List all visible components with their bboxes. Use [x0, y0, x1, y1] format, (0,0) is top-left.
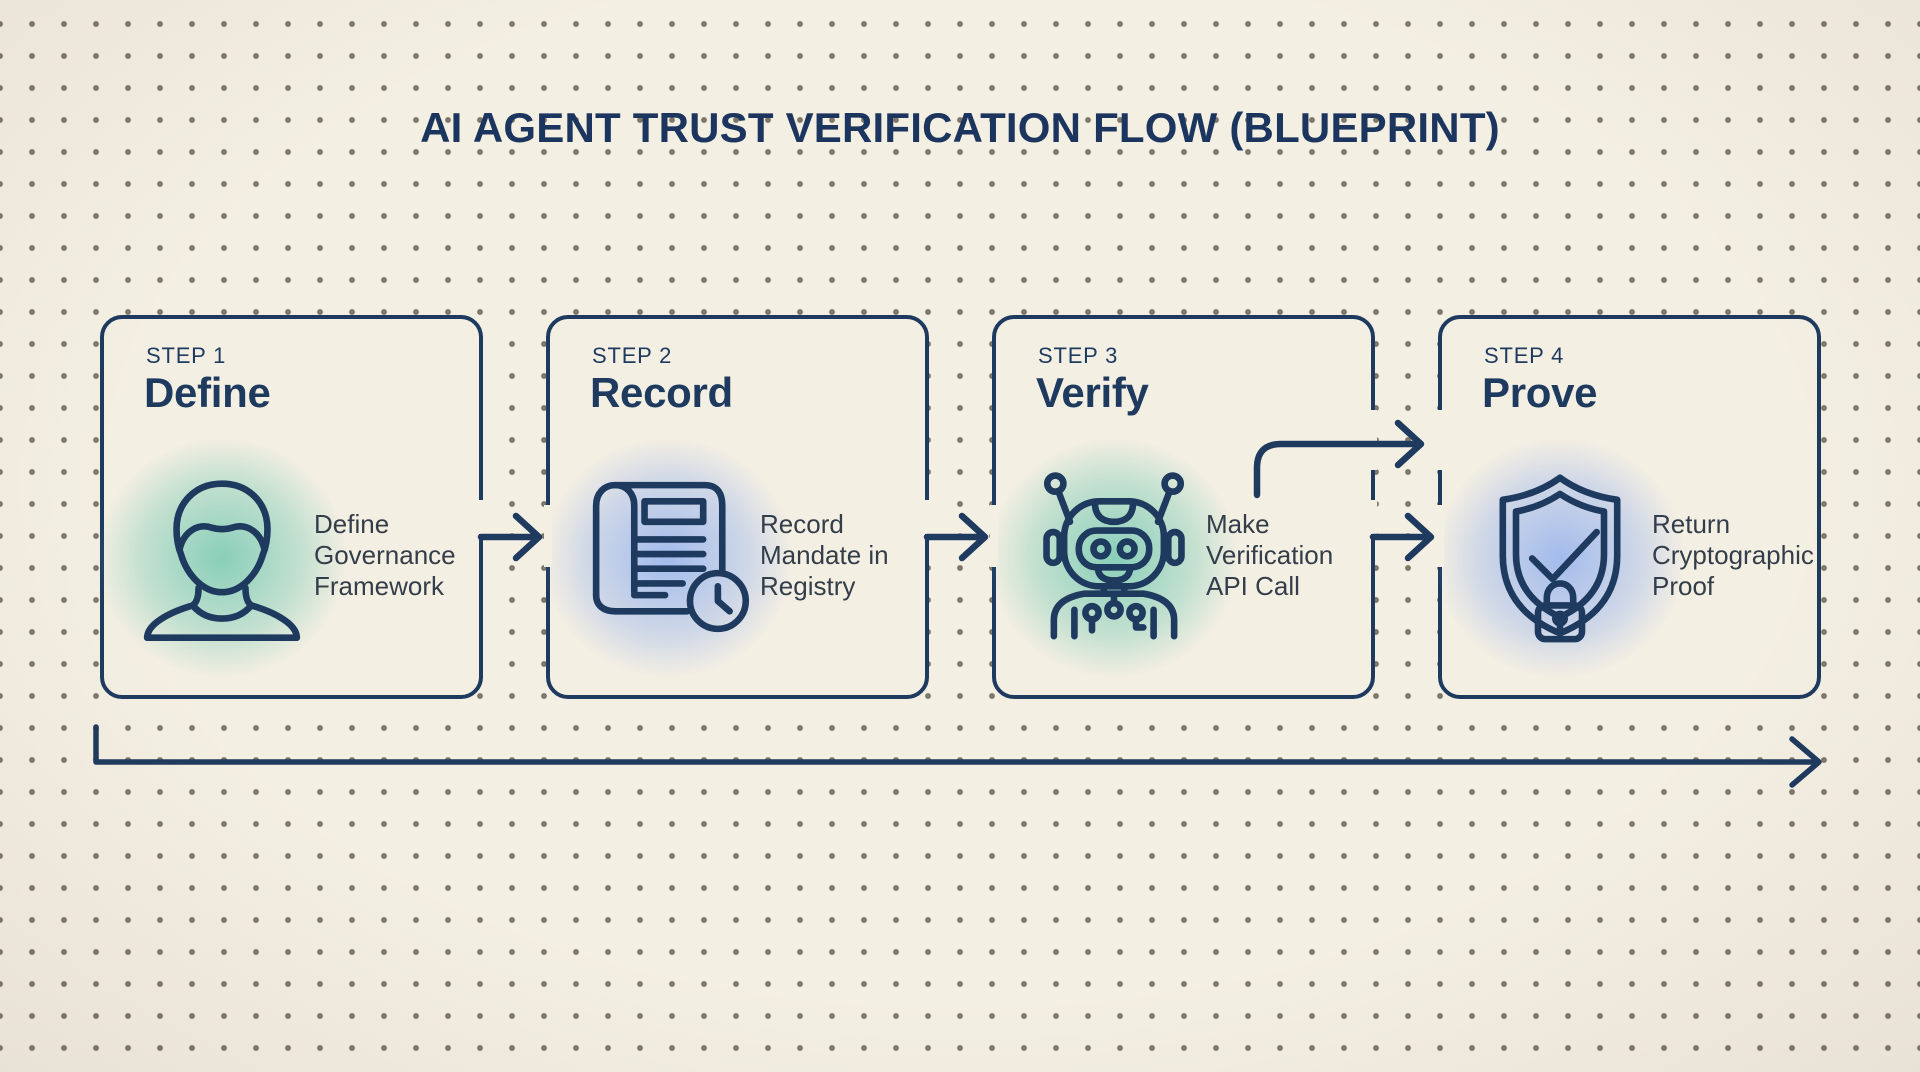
step-card-define: STEP 1 Define Define Governance Framewor…	[98, 315, 483, 699]
step-icon-area	[1436, 439, 1684, 677]
step-number-label: STEP 3	[1038, 343, 1119, 368]
person-icon	[143, 480, 301, 641]
step-card-prove: STEP 4 Prove Return Cryptographic Proof	[1436, 315, 1821, 699]
step-name: Record	[590, 369, 733, 416]
step-number-label: STEP 4	[1484, 343, 1565, 368]
step-caption: Define Governance Framework	[314, 509, 456, 601]
step-icon-area	[544, 439, 792, 677]
icon-glow	[990, 439, 1238, 677]
step-icon-area	[990, 439, 1238, 677]
diagram-title: AI AGENT TRUST VERIFICATION FLOW (BLUEPR…	[420, 104, 1500, 151]
step-icon-area	[98, 439, 346, 677]
shield-check-lock-icon	[1499, 474, 1621, 643]
step-name: Define	[144, 369, 271, 416]
step-caption: Return Cryptographic Proof	[1652, 509, 1814, 601]
flow-arrow-3-4-straight	[1369, 512, 1435, 562]
flow-arrow-1-2	[477, 512, 543, 562]
step-name: Prove	[1482, 369, 1598, 416]
step-caption: Make Verification API Call	[1206, 509, 1334, 601]
step-number-label: STEP 1	[146, 343, 227, 368]
bottom-flow-arrow	[93, 724, 1822, 788]
step-number-label: STEP 2	[592, 343, 673, 368]
scroll-clock-icon	[592, 481, 750, 633]
robot-icon	[1043, 472, 1185, 640]
step-card-record: STEP 2 Record Record Mandate in Registry	[544, 315, 929, 699]
icon-glow	[544, 439, 792, 677]
step-name: Verify	[1036, 369, 1149, 416]
step-card-verify: STEP 3 Verify Make Verific	[990, 315, 1375, 699]
step-caption: Record Mandate in Registry	[760, 509, 889, 601]
flow-arrow-2-3	[923, 512, 989, 562]
